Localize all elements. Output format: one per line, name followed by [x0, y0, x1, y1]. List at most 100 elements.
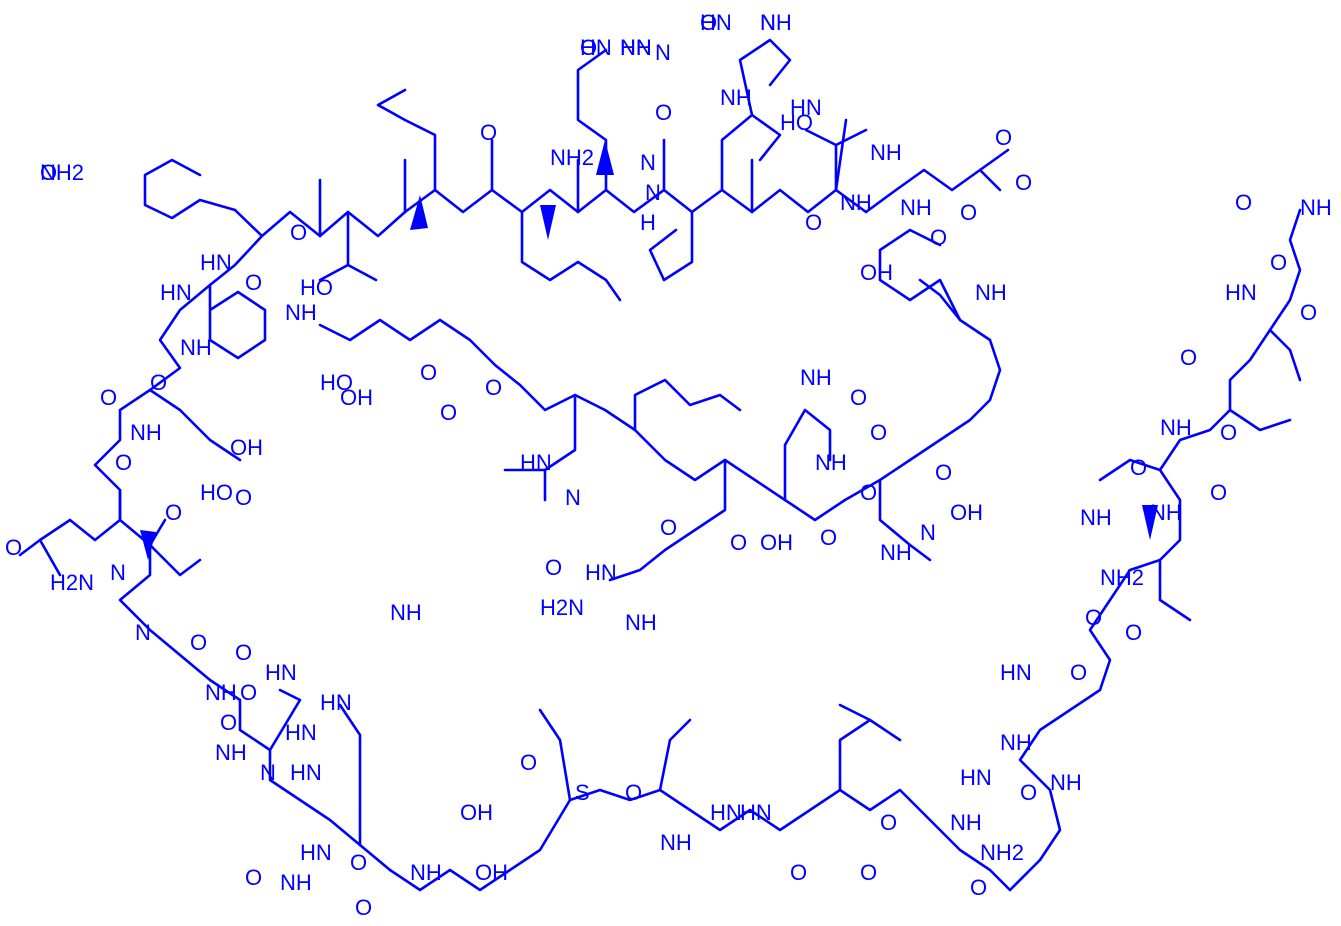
atom-label: O: [190, 630, 207, 655]
atom-label: HN: [290, 760, 322, 785]
atom-label: O: [350, 850, 367, 875]
atom-label: NH: [625, 610, 657, 635]
atom-label: O: [245, 865, 262, 890]
bond: [233, 188, 868, 238]
atom-label: NH: [660, 830, 692, 855]
stereo-wedge: [540, 205, 556, 240]
atom-label: HN: [580, 35, 612, 60]
atom-label: O: [935, 460, 952, 485]
atom-label: O: [235, 640, 252, 665]
atom-label: N: [110, 560, 126, 585]
atom-label: NH: [620, 35, 652, 60]
stereo-wedge: [596, 140, 614, 175]
bond: [208, 283, 267, 360]
atom-label: O: [100, 385, 117, 410]
atom-label: O: [970, 875, 987, 900]
bond: [520, 210, 622, 302]
atom-label: O: [420, 360, 437, 385]
atom-label: HN: [790, 95, 822, 120]
atom-label: NH: [760, 10, 792, 35]
atom-label: NH: [410, 860, 442, 885]
atom-label: HN: [710, 800, 742, 825]
atom-label: NH: [180, 335, 212, 360]
atom-label: O: [40, 160, 57, 185]
atom-label: OH: [760, 530, 793, 555]
bond: [864, 148, 1010, 214]
atom-label: OH: [475, 860, 508, 885]
bond: [318, 210, 350, 282]
atom-label: HN: [1225, 280, 1257, 305]
atom-label: NH: [205, 680, 237, 705]
atom-label: NH: [1000, 730, 1032, 755]
atom-label: NH: [900, 195, 932, 220]
atom-label: NH: [215, 740, 247, 765]
atom-label: OH: [340, 385, 373, 410]
atom-label: O: [1220, 420, 1237, 445]
bond: [148, 388, 242, 462]
atom-label: O: [1300, 300, 1317, 325]
atom-label: O: [700, 10, 717, 35]
atom-label: O: [790, 860, 807, 885]
atom-label: O: [5, 535, 22, 560]
atom-label: NH: [1160, 415, 1192, 440]
atom-label: HN: [520, 450, 552, 475]
atom-label: HO: [200, 480, 233, 505]
atom-label: NH: [870, 140, 902, 165]
atom-label: O: [805, 210, 822, 235]
bond: [878, 228, 962, 322]
atom-label: O: [1130, 455, 1147, 480]
atom-label: NH: [1150, 500, 1182, 525]
atom-label: NH: [950, 810, 982, 835]
atom-label: O: [1085, 605, 1102, 630]
atom-label: H2N: [50, 570, 94, 595]
bond: [148, 543, 202, 577]
bond: [1098, 458, 1162, 482]
bond: [834, 118, 848, 192]
atom-label: O: [165, 500, 182, 525]
atom-label: O: [860, 480, 877, 505]
atom-label: N: [920, 520, 936, 545]
atom-label: HN: [285, 720, 317, 745]
atom-label: HN: [265, 660, 297, 685]
bond-network: [18, 38, 1302, 892]
atom-label: O: [850, 385, 867, 410]
stereo-wedge: [140, 530, 156, 560]
atom-label: O: [580, 35, 597, 60]
atom-label: NH: [130, 420, 162, 445]
atom-label: NH2: [550, 145, 594, 170]
atom-label: O: [625, 780, 642, 805]
atom-label: O: [290, 220, 307, 245]
atom-label: NH: [1300, 195, 1332, 220]
atom-label: NH: [280, 870, 312, 895]
bond: [1268, 328, 1302, 382]
atom-label: OH: [230, 435, 263, 460]
atom-label: N: [645, 180, 661, 205]
atom-label: N: [565, 485, 581, 510]
bond: [608, 458, 727, 582]
atom-label: O: [545, 555, 562, 580]
bond: [1228, 408, 1292, 432]
atom-label: O: [520, 750, 537, 775]
atom-label: N: [640, 150, 656, 175]
atom-label: S: [575, 780, 590, 805]
bond: [1008, 208, 1302, 892]
atom-label: NH: [840, 190, 872, 215]
stereo-wedge: [410, 195, 428, 230]
bond: [143, 158, 237, 220]
bond: [318, 278, 1002, 522]
bond: [1158, 558, 1192, 622]
atom-label: NH: [285, 300, 317, 325]
atom-label: O: [480, 120, 497, 145]
atom-label: HN: [160, 280, 192, 305]
atom-label: O: [655, 100, 672, 125]
atom-label: OH: [860, 260, 893, 285]
atom-label: NH: [1080, 505, 1112, 530]
atom-label: NH: [720, 85, 752, 110]
atom-label: O: [355, 895, 372, 920]
bond: [834, 128, 868, 147]
atom-label: H2N: [540, 595, 584, 620]
atom-label: NH: [880, 540, 912, 565]
bond: [543, 393, 577, 502]
atom-label: HN: [320, 690, 352, 715]
